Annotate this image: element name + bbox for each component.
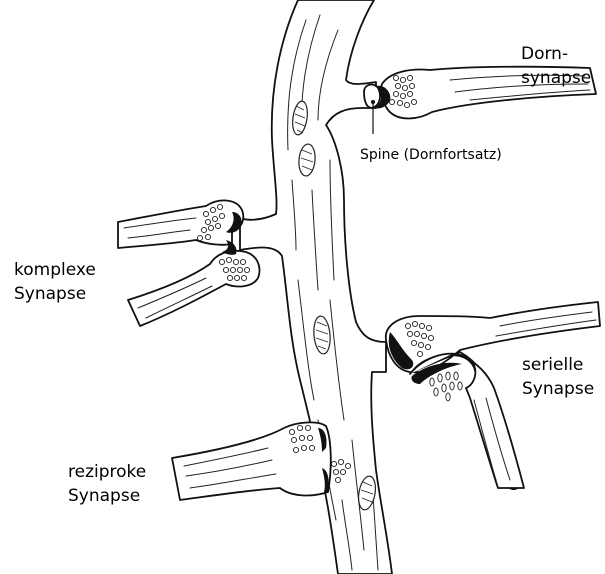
label-reziproke-line2: Synapse: [68, 484, 146, 508]
label-serielle-line1: serielle: [522, 353, 594, 377]
label-serielle-line2: Synapse: [522, 377, 594, 401]
label-spine: Spine (Dornfortsatz): [360, 146, 502, 164]
label-komplexe-synapse: komplexe Synapse: [14, 258, 96, 306]
complex-synapse: [118, 200, 260, 326]
label-komplexe-line1: komplexe: [14, 258, 96, 282]
serial-synapse-vesicles-2: [430, 372, 462, 401]
label-spine-text: Spine (Dornfortsatz): [360, 146, 502, 164]
label-dorn-line2: synapse: [521, 66, 591, 90]
label-dorn-synapse: Dorn- synapse: [521, 42, 591, 90]
label-serielle-synapse: serielle Synapse: [522, 353, 594, 401]
label-dorn-line1: Dorn-: [521, 42, 591, 66]
label-reziproke-line1: reziproke: [68, 460, 146, 484]
label-komplexe-line2: Synapse: [14, 282, 96, 306]
label-reziproke-synapse: reziproke Synapse: [68, 460, 146, 508]
reciprocal-synapse: [172, 422, 351, 500]
